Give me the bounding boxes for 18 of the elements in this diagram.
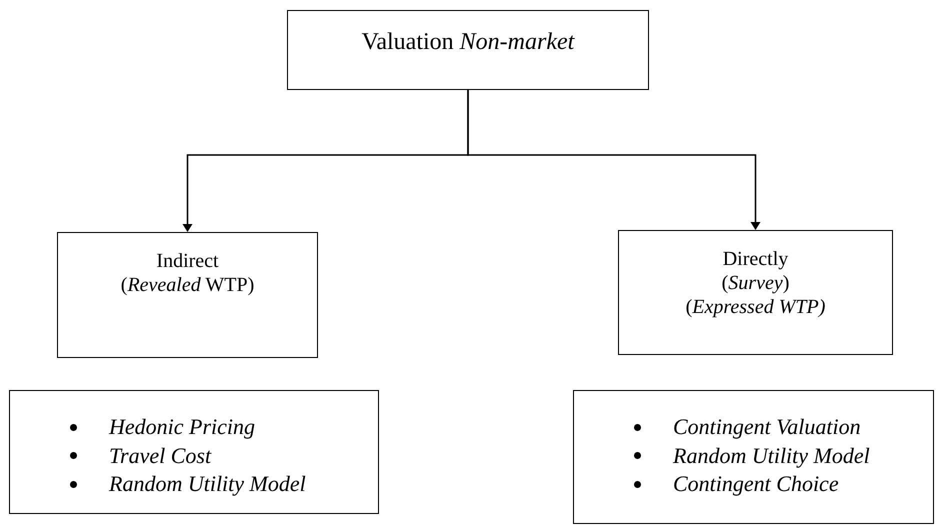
method-item: Hedonic Pricing — [109, 413, 256, 441]
method-item: Random Utility Model — [109, 470, 306, 498]
category-box — [618, 230, 893, 355]
method-item: Contingent Choice — [673, 470, 839, 498]
arrow — [467, 90, 760, 230]
box-text: Valuation Non-market — [362, 28, 574, 57]
method-list-box — [9, 390, 379, 514]
box-text: (Revealed WTP) — [120, 273, 254, 297]
method-list-box — [573, 390, 934, 524]
method-item: Travel Cost — [109, 442, 212, 470]
category-box — [57, 232, 318, 358]
category-box — [287, 10, 649, 90]
box-text: (Expressed WTP) — [686, 295, 826, 319]
box-text: Directly — [722, 247, 788, 271]
method-item: Random Utility Model — [673, 442, 870, 470]
method-item: Contingent Valuation — [673, 413, 861, 441]
box-text: Indirect — [156, 249, 219, 273]
box-text: (Survey) — [722, 271, 790, 295]
